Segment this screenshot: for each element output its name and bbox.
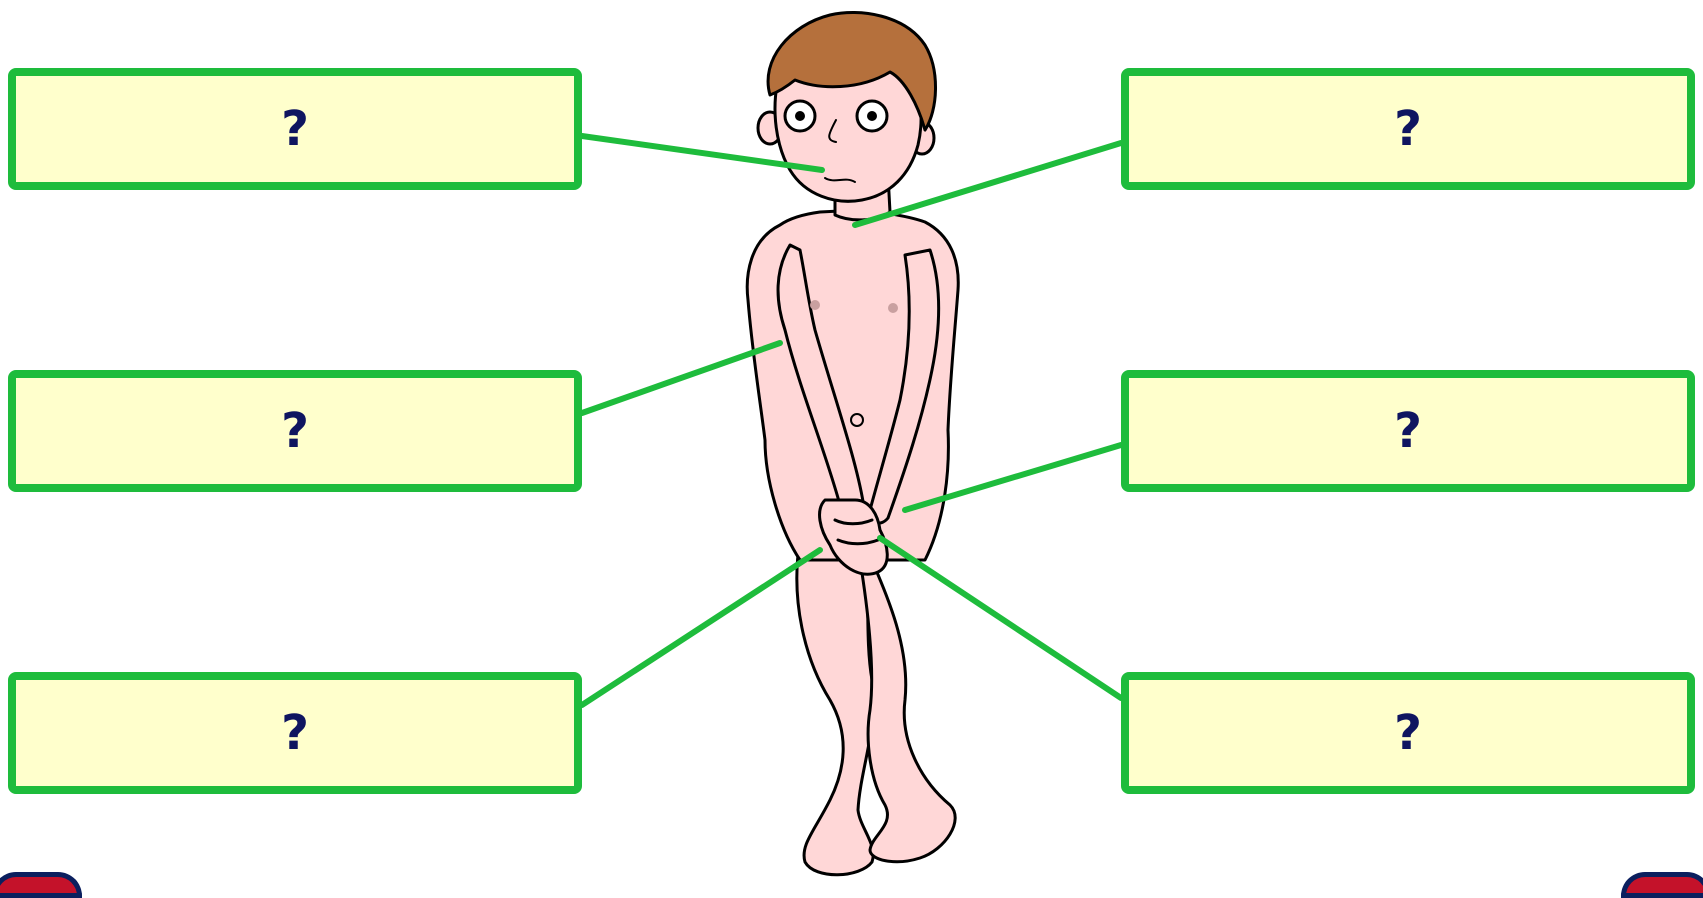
boy-illustration (747, 13, 958, 875)
label-box-left-1[interactable]: ? (8, 68, 582, 190)
label-placeholder: ? (1394, 705, 1422, 761)
leader-line-right-3 (880, 538, 1121, 698)
left-leg (797, 540, 874, 875)
label-box-right-3[interactable]: ? (1121, 672, 1695, 794)
label-box-left-2[interactable]: ? (8, 370, 582, 492)
leader-line-left-3 (582, 550, 820, 705)
label-box-left-3[interactable]: ? (8, 672, 582, 794)
right-nipple (888, 303, 898, 313)
label-placeholder: ? (1394, 403, 1422, 459)
right-leg (860, 545, 955, 862)
previous-button[interactable] (0, 872, 82, 898)
leader-line-left-2 (582, 343, 780, 413)
label-box-right-2[interactable]: ? (1121, 370, 1695, 492)
left-nipple (810, 300, 820, 310)
label-placeholder: ? (281, 403, 309, 459)
next-button[interactable] (1621, 872, 1703, 898)
label-box-right-1[interactable]: ? (1121, 68, 1695, 190)
label-placeholder: ? (281, 101, 309, 157)
label-placeholder: ? (1394, 101, 1422, 157)
label-placeholder: ? (281, 705, 309, 761)
